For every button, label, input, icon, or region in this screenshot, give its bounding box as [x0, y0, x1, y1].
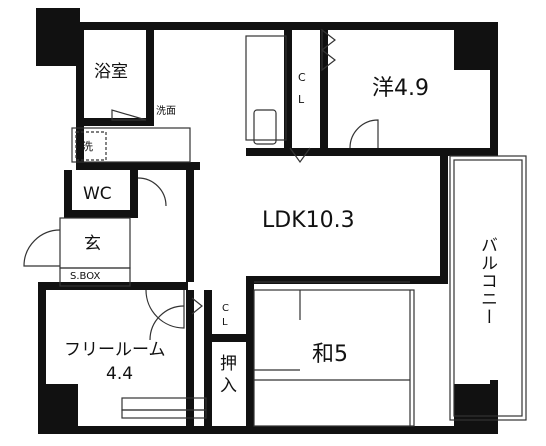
balcony-label: バルコニー: [477, 236, 497, 326]
washer-label: 洗: [82, 140, 93, 153]
western-room-label: 洋4.9: [372, 76, 429, 101]
closet-1-c-label: C: [298, 71, 306, 84]
shoebox-label: S.BOX: [70, 271, 101, 282]
door-swings: [23, 119, 379, 341]
wc-label: WC: [83, 184, 112, 204]
ldk-label: LDK10.3: [262, 208, 355, 233]
interior-walls: [64, 30, 448, 434]
closet-2-c-label: C: [222, 303, 229, 314]
washroom-label: 洗面: [156, 106, 176, 117]
bath-label: 浴室: [94, 62, 128, 82]
entrance-label: 玄: [84, 234, 101, 254]
oshiire-label-2: 入: [220, 376, 237, 396]
closet-1-l-label: L: [298, 93, 305, 106]
oshiire-label-1: 押: [220, 354, 237, 374]
free-room-size-label: 4.4: [106, 364, 134, 384]
closet-2-l-label: L: [222, 317, 228, 328]
washitsu-label: 和5: [312, 342, 348, 367]
fixtures: [59, 28, 527, 427]
structural-columns: [36, 8, 498, 434]
free-room-label: フリールーム: [64, 340, 166, 360]
